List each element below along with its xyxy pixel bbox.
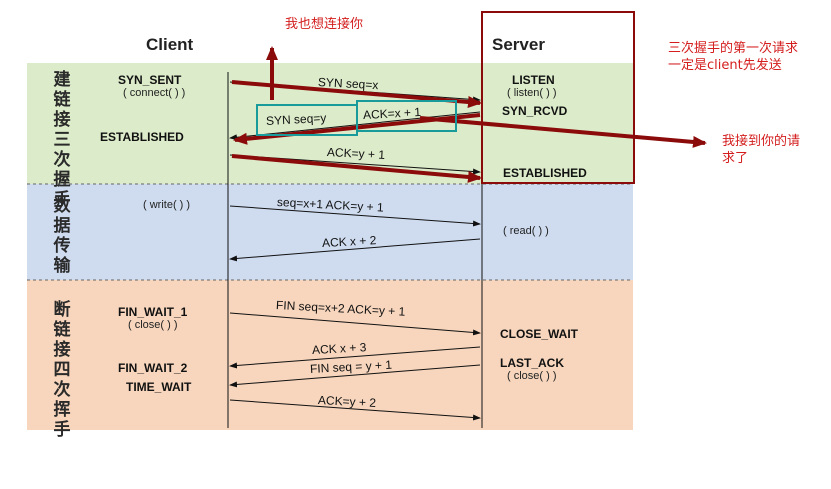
client-established: ESTABLISHED	[100, 130, 184, 144]
client-fin-wait-1: FIN_WAIT_1	[118, 305, 188, 319]
annotation-client-first-2: 一定是client先发送	[668, 58, 782, 73]
client-time-wait: TIME_WAIT	[126, 380, 192, 394]
band-data-transfer	[27, 184, 633, 280]
server-syn-rcvd: SYN_RCVD	[502, 104, 568, 118]
server-close-call: ( close( ) )	[507, 370, 557, 382]
server-read: ( read( ) )	[503, 225, 549, 237]
msg-ack-final: ACK=y + 2	[317, 393, 377, 411]
client-header: Client	[146, 35, 194, 54]
server-header: Server	[492, 35, 545, 54]
client-connect: ( connect( ) )	[123, 87, 186, 99]
annotation-got-request-2: 求了	[722, 151, 749, 166]
server-established: ESTABLISHED	[503, 166, 587, 180]
msg-data-ack: ACK x + 2	[321, 233, 377, 250]
server-last-ack: LAST_ACK	[500, 356, 565, 370]
client-close: ( close( ) )	[128, 319, 178, 331]
server-listen: LISTEN	[512, 73, 555, 87]
annotation-want-connect: 我也想连接你	[285, 17, 364, 32]
annotation-got-request-1: 我接到你的请	[722, 134, 801, 149]
band-label-teardown: 断链接四次挥手	[53, 300, 71, 440]
band-label-data-transfer: 数据传输	[53, 196, 71, 276]
msg-ack1: ACK=y + 1	[326, 145, 386, 163]
client-fin-wait-2: FIN_WAIT_2	[118, 361, 188, 375]
server-listen-call: ( listen( ) )	[507, 87, 557, 99]
client-syn-sent: SYN_SENT	[118, 73, 182, 87]
client-write: ( write( ) )	[143, 199, 191, 211]
band-label-handshake: 建链接三次握手	[53, 70, 71, 210]
annotation-client-first-1: 三次握手的第一次请求	[668, 41, 799, 56]
server-close-wait: CLOSE_WAIT	[500, 327, 579, 341]
msg-ack3: ACK x + 3	[311, 340, 367, 357]
